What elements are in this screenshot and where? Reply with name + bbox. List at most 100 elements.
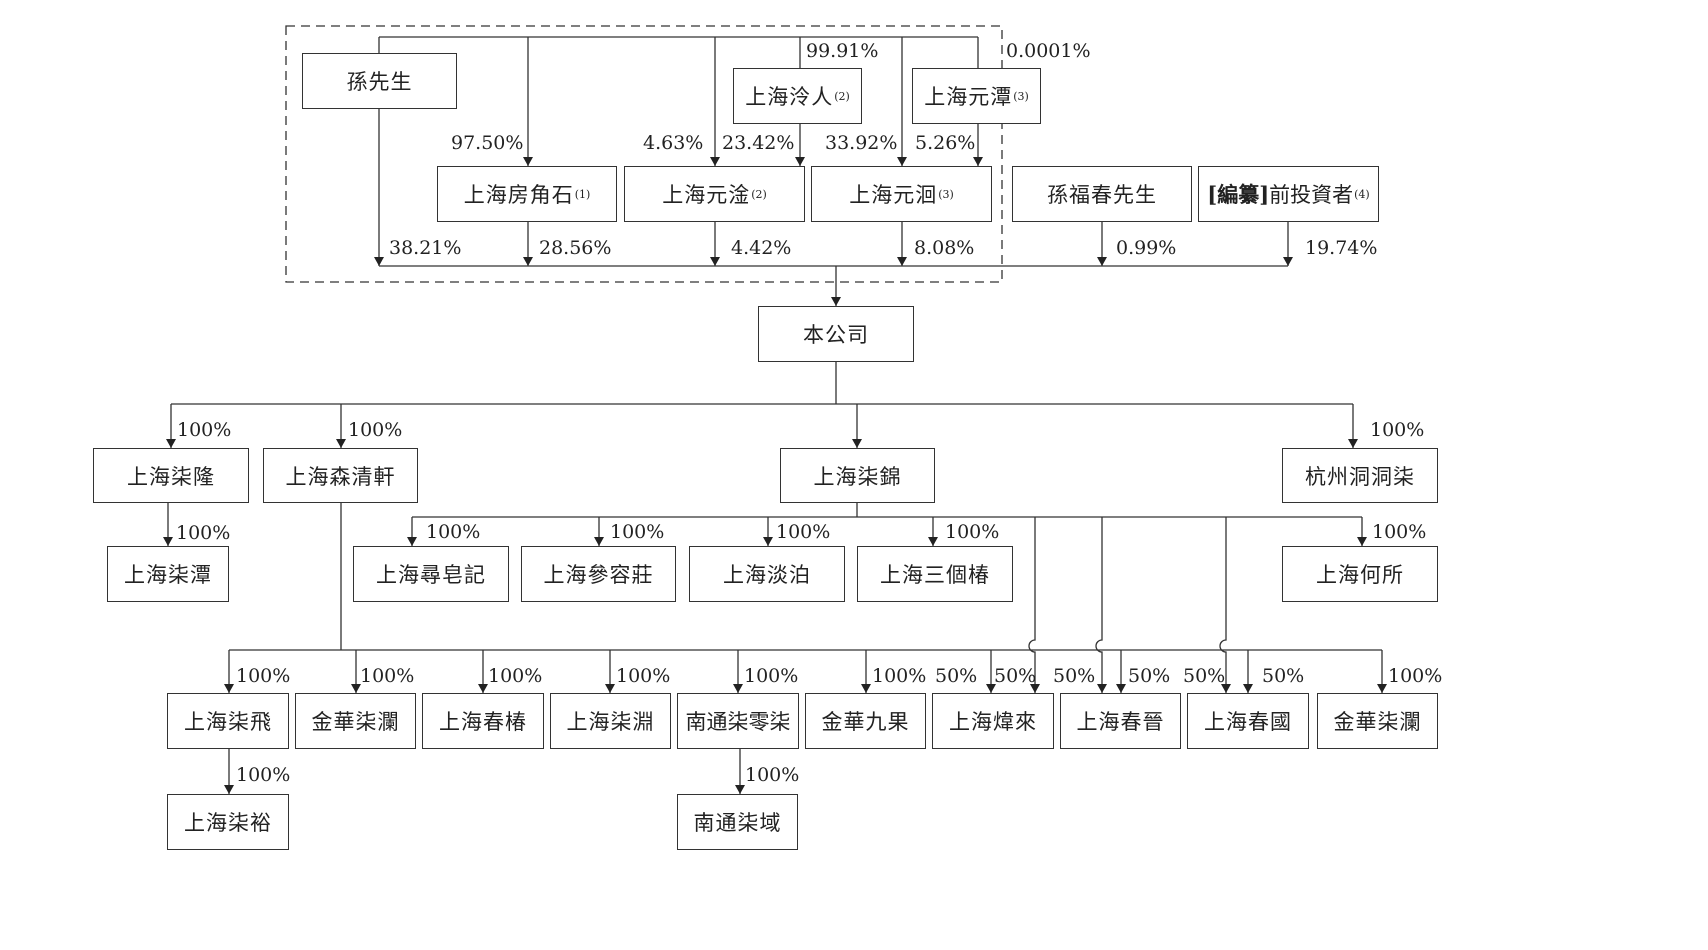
subsidiary-shanghai-weilai: 上海煒來 <box>932 693 1054 749</box>
pct-qijin-to-chunjin: 50% <box>1053 665 1096 687</box>
subsidiary-label: 上海何所 <box>1316 563 1404 587</box>
subsidiary-shanghai-shenrongzhuang: 上海參容莊 <box>521 546 676 602</box>
subsidiary-label: 上海淡泊 <box>723 563 811 587</box>
subsidiary-label: 金華九果 <box>821 710 910 734</box>
pct-qijin-to-weilai: 50% <box>994 665 1037 687</box>
subsidiary-hangzhou-dongdongqi: 杭州洞洞柒 <box>1282 448 1438 503</box>
subsidiary-label: 上海柒隆 <box>127 464 215 489</box>
pct-qijin-to-xunzaoji: 100% <box>426 521 481 543</box>
subsidiary-shanghai-senqingxuan: 上海森清軒 <box>263 448 418 503</box>
shareholder-mr-sun-label: 孫先生 <box>346 70 413 94</box>
subsidiary-label: 上海尋皂記 <box>376 563 486 587</box>
shareholder-shanghai-lingren-label: 上海泠人 <box>745 85 834 109</box>
note-marker: (2) <box>751 187 767 201</box>
subsidiary-nantong-qiyu: 南通柒域 <box>677 794 798 850</box>
shareholder-shanghai-yuanjiong: 上海元洄(3) <box>811 166 992 222</box>
pct-sun-to-company: 38.21% <box>389 237 462 259</box>
shareholder-mr-sun-fuchun-label: 孫福春先生 <box>1047 183 1157 207</box>
shareholder-shanghai-fangjiaoshi-label: 上海房角石 <box>463 183 574 207</box>
shareholder-shanghai-yuantan: 上海元潭(3) <box>912 68 1041 124</box>
pct-fangjiaoshi-to-company: 28.56% <box>539 237 612 259</box>
pct-sun-to-yuantan: 0.0001% <box>1006 40 1091 62</box>
pct-sunfuchun-to-company: 0.99% <box>1116 237 1177 259</box>
subsidiary-label: 上海春國 <box>1204 710 1292 734</box>
pct-qilong-to-qitan: 100% <box>176 522 231 544</box>
subsidiary-shanghai-hesuo: 上海何所 <box>1282 546 1438 602</box>
subsidiary-label: 上海煒來 <box>949 710 1037 734</box>
pct-senqingxuan-to-qifei: 100% <box>236 665 291 687</box>
pct-nantong-qilingqi-to-nantong-qiyu: 100% <box>745 764 800 786</box>
subsidiary-shanghai-qijin: 上海柒錦 <box>780 448 935 503</box>
subsidiary-label: 金華柒瀾 <box>1333 710 1422 734</box>
shareholder-shanghai-yuanjiong-label: 上海元洄 <box>849 183 938 207</box>
subsidiary-label: 上海柒飛 <box>184 710 272 734</box>
redacted-marker: [編纂] <box>1207 182 1270 207</box>
subsidiary-label: 上海參容莊 <box>543 563 654 587</box>
shareholder-mr-sun: 孫先生 <box>302 53 457 109</box>
shareholder-mr-sun-fuchun: 孫福春先生 <box>1012 166 1192 222</box>
subsidiary-shanghai-qitan: 上海柒潭 <box>107 546 229 602</box>
shareholder-shanghai-fangjiaoshi: 上海房角石(1) <box>437 166 617 222</box>
subsidiary-label: 南通柒域 <box>693 811 782 835</box>
note-marker: (2) <box>834 89 850 103</box>
subsidiary-shanghai-chunguo: 上海春國 <box>1187 693 1309 749</box>
pct-sun-to-yuantu: 4.63% <box>643 132 704 154</box>
company-label: 本公司 <box>803 323 869 347</box>
subsidiary-shanghai-sangechun: 上海三個椿 <box>857 546 1013 602</box>
pct-company-to-hangzhou: 100% <box>1370 419 1425 441</box>
pct-sun-to-fangjiaoshi: 97.50% <box>451 132 524 154</box>
subsidiary-label: 上海春椿 <box>439 710 527 734</box>
subsidiary-label: 上海柒淵 <box>566 710 655 734</box>
pct-qijin-to-shenrongzhuang: 100% <box>610 521 665 543</box>
subsidiary-label: 杭州洞洞柒 <box>1305 464 1415 489</box>
pct-preipo-to-company: 19.74% <box>1305 237 1378 259</box>
subsidiary-label: 上海柒潭 <box>124 563 212 587</box>
note-marker: (4) <box>1354 187 1370 201</box>
subsidiary-shanghai-qiyu: 上海柒裕 <box>167 794 289 850</box>
pct-qijin-to-danbo: 100% <box>776 521 831 543</box>
shareholder-shanghai-lingren: 上海泠人(2) <box>733 68 862 124</box>
pct-qijin-to-chunguo: 50% <box>1183 665 1226 687</box>
pct-qijin-to-hesuo: 100% <box>1372 521 1427 543</box>
subsidiary-label: 上海柒錦 <box>813 464 902 489</box>
pct-senqingxuan-to-chunjin: 50% <box>1128 665 1171 687</box>
pct-yuantu-to-company: 4.42% <box>731 237 792 259</box>
pct-sun-to-lingren: 99.91% <box>806 40 879 62</box>
pct-senqingxuan-to-qiyuan: 100% <box>616 665 671 687</box>
pct-senqingxuan-to-jinhua-jiuguo: 100% <box>872 665 927 687</box>
connector-lines <box>163 25 1387 794</box>
pct-lingren-to-yuantu: 23.42% <box>722 132 795 154</box>
pct-yuantan-to-yuanjiong: 5.26% <box>915 132 976 154</box>
subsidiary-jinhua-qilan: 金華柒瀾 <box>295 693 416 749</box>
subsidiary-jinhua-qilan-2: 金華柒瀾 <box>1317 693 1438 749</box>
subsidiary-label: 上海森清軒 <box>285 464 396 489</box>
shareholder-pre-ipo-investors: [編纂]前投資者(4) <box>1198 166 1379 222</box>
subsidiary-label: 上海柒裕 <box>184 811 272 835</box>
subsidiary-shanghai-qiyuan: 上海柒淵 <box>550 693 671 749</box>
company-box: 本公司 <box>758 306 914 362</box>
pct-company-to-qilong: 100% <box>177 419 232 441</box>
subsidiary-shanghai-danbo: 上海淡泊 <box>689 546 845 602</box>
shareholder-shanghai-yuantu-label: 上海元淦 <box>662 183 751 207</box>
pct-company-to-senqingxuan: 100% <box>348 419 403 441</box>
pct-senqingxuan-to-chunguo: 50% <box>1262 665 1305 687</box>
subsidiary-label: 南通柒零柒 <box>685 710 791 734</box>
subsidiary-jinhua-jiuguo: 金華九果 <box>805 693 926 749</box>
pct-senqingxuan-to-weilai: 50% <box>935 665 978 687</box>
shareholder-shanghai-yuantu: 上海元淦(2) <box>624 166 805 222</box>
subsidiary-shanghai-qifei: 上海柒飛 <box>167 693 289 749</box>
pct-senqingxuan-to-nantong-qilingqi: 100% <box>744 665 799 687</box>
ownership-structure-chart: 孫先生 上海泠人(2) 上海元潭(3) 上海房角石(1) 上海元淦(2) 上海元… <box>93 25 1443 850</box>
note-marker: (3) <box>1013 89 1029 103</box>
pct-senqingxuan-to-jinhua-qilan-2: 100% <box>1388 665 1443 687</box>
pct-sun-to-yuanjiong: 33.92% <box>825 132 898 154</box>
subsidiary-shanghai-chunjin: 上海春晉 <box>1060 693 1181 749</box>
subsidiary-label: 上海三個椿 <box>880 563 990 587</box>
pct-qijin-to-sangechun: 100% <box>945 521 1000 543</box>
subsidiary-shanghai-qilong: 上海柒隆 <box>93 448 249 503</box>
subsidiary-shanghai-chunchun: 上海春椿 <box>422 693 544 749</box>
subsidiary-shanghai-xunzaoji: 上海尋皂記 <box>353 546 509 602</box>
subsidiary-label: 上海春晉 <box>1076 710 1165 734</box>
subsidiary-nantong-qilingqi: 南通柒零柒 <box>677 693 799 749</box>
note-marker: (1) <box>574 187 591 201</box>
